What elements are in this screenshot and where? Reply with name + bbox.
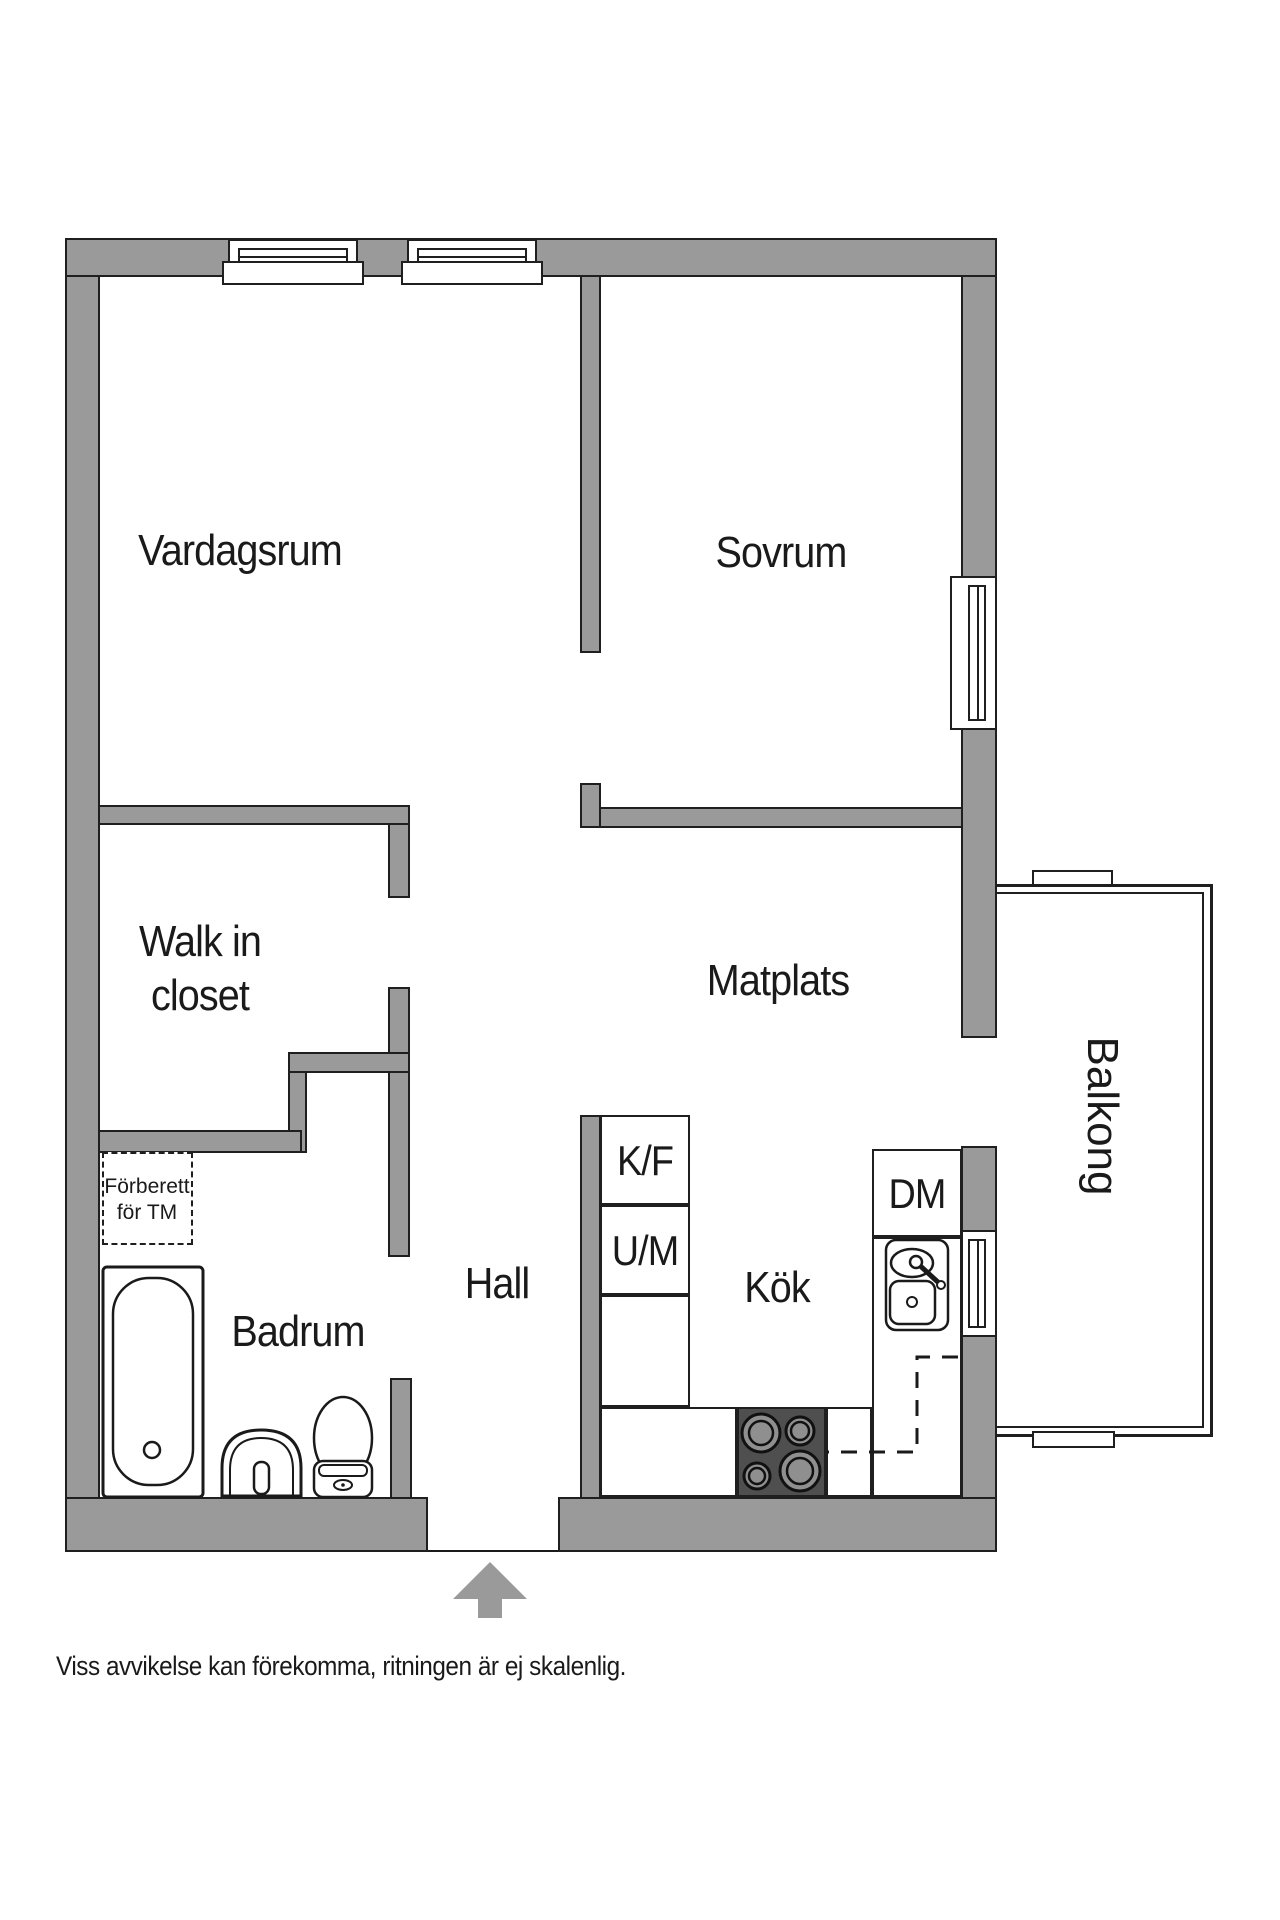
balcony-notch-top (1032, 870, 1113, 886)
wall-closet-return (388, 823, 410, 898)
counter-bottom-left (600, 1407, 737, 1497)
stove (737, 1407, 826, 1497)
balcony-inner-rail (988, 892, 1204, 1428)
wall-closet-hall (388, 987, 410, 1257)
cabinet-left-lower (600, 1295, 690, 1407)
wall-sovrum-matplats (599, 807, 963, 828)
wall-vardagsrum-sovrum (580, 240, 601, 653)
balcony-notch-bottom (1032, 1431, 1115, 1448)
label-walk-in-closet-line2: closet (150, 971, 250, 1020)
entrance-arrow-icon (453, 1562, 527, 1618)
wall-vardagsrum-closet (98, 805, 410, 825)
wall-outer-left (65, 238, 100, 1552)
label-vardagsrum: Vardagsrum (138, 526, 343, 575)
window-vardagsrum-1-glass (238, 248, 348, 263)
cabinet-sink (872, 1237, 962, 1497)
window-vardagsrum-2-sill (401, 261, 543, 285)
wall-outer-bottom-left (65, 1497, 428, 1552)
wall-badrum-top (98, 1130, 302, 1153)
counter-bottom-mid (826, 1407, 872, 1497)
label-walk-in-closet-line1: Walk in (138, 917, 262, 966)
window-vardagsrum-1-sill (222, 261, 364, 285)
label-hall: Hall (464, 1259, 531, 1308)
label-badrum: Badrum (231, 1307, 365, 1356)
label-tm-note-line2: för TM (116, 1201, 178, 1224)
tm-reserved-area (102, 1152, 193, 1245)
bathtub (101, 1265, 205, 1499)
label-kf: K/F (616, 1137, 674, 1184)
label-balkong: Balkong (1078, 1036, 1127, 1196)
cabinet-dm (872, 1149, 962, 1237)
cabinet-kf (600, 1115, 690, 1205)
wall-sovrum-matplats-stub (580, 783, 601, 828)
wall-closet-badrum (288, 1052, 410, 1073)
window-vardagsrum-2-glass (417, 248, 527, 263)
wall-badrum-hall (390, 1378, 412, 1499)
disclaimer-text: Viss avvikelse kan förekomma, ritningen … (56, 1651, 626, 1681)
window-kok-glass (968, 1239, 986, 1328)
toilet (312, 1395, 374, 1499)
label-matplats: Matplats (706, 956, 850, 1005)
label-sovrum: Sovrum (715, 528, 847, 577)
cabinet-um (600, 1205, 690, 1295)
wall-outer-bottom-right (558, 1497, 997, 1552)
label-tm-note-line1: Förberett (104, 1175, 190, 1198)
wall-kitchen-hall (580, 1115, 601, 1499)
label-dm: DM (888, 1170, 947, 1217)
window-sovrum-glass (968, 585, 986, 721)
wall-outer-right-mid (961, 1146, 997, 1232)
label-um: U/M (611, 1227, 679, 1274)
bathroom-sink (220, 1428, 303, 1498)
label-kok: Kök (744, 1263, 810, 1312)
